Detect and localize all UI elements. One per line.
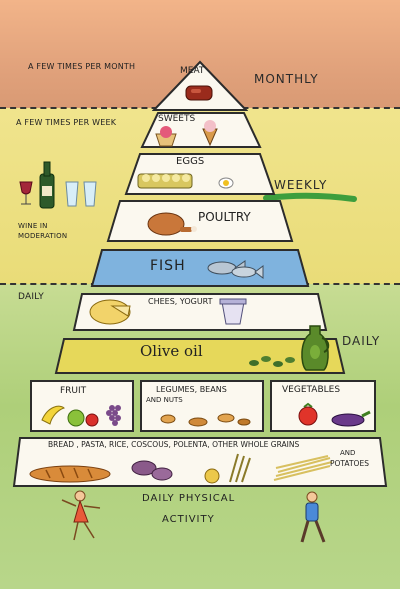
wine-note-line1: WINE IN	[18, 222, 48, 230]
water-glasses-icon	[65, 181, 97, 207]
ice-cream-cone-icon	[202, 120, 218, 147]
beans-nuts-icon	[160, 413, 251, 427]
cheese-wheel-icon	[89, 299, 131, 325]
olive-oil-tier	[54, 338, 346, 374]
grains-label-line3: POTATOES	[330, 459, 369, 468]
pasta-icon	[204, 468, 220, 484]
olive-oil-jug-icon	[301, 325, 330, 371]
daily-band	[0, 284, 400, 589]
egg-carton-icon	[137, 173, 193, 189]
eggs-tier	[124, 153, 276, 195]
poultry-label: POULTRY	[198, 210, 251, 224]
daily-frequency-note: DAILY	[18, 292, 44, 302]
yogurt-cup-icon	[219, 298, 247, 325]
walking-man-icon	[300, 491, 326, 543]
sweets-tier	[140, 112, 262, 148]
bread-loaf-icon	[29, 465, 111, 483]
cheese-yogurt-tier	[72, 293, 328, 331]
fruit-basket-icon	[41, 405, 121, 427]
roast-chicken-icon	[147, 212, 197, 236]
legumes-cell: LEGUMES, BEANS AND NUTS	[140, 380, 264, 432]
monthly-label: MONTHLY	[254, 72, 319, 86]
activity-label-line2: ACTIVITY	[162, 514, 215, 525]
fish-icon	[207, 260, 264, 279]
wine-and-water-icon	[19, 161, 97, 209]
weekly-frequency-note: A FEW TIMES PER WEEK	[16, 118, 117, 127]
legumes-label-line1: LEGUMES, BEANS	[156, 385, 227, 394]
weekly-highlight-stroke	[263, 192, 357, 202]
grains-label-line1: BREAD , PASTA, RICE, COSCOUS, POLENTA, O…	[48, 440, 300, 449]
olive-oil-label: Olive oil	[140, 342, 203, 360]
fruit-label: FRUIT	[60, 386, 87, 396]
daily-label: DAILY	[342, 334, 381, 348]
vegetables-icon	[298, 402, 371, 427]
pasta-bundle-icon	[273, 455, 333, 481]
monthly-frequency-note: A FEW TIMES PER MONTH	[28, 62, 136, 71]
eggs-label: EGGS	[176, 156, 205, 167]
grains-tier	[12, 437, 388, 487]
activity-label-line1: DAILY PHYSICAL	[142, 493, 236, 504]
cupcake-icon	[155, 126, 177, 147]
legumes-label-line2: AND NUTS	[146, 396, 183, 404]
wine-glass-icon	[19, 181, 33, 205]
fruit-legumes-vegetables-tier: FRUIT LEGUMES, BEANS AND NUTS VEGETABLES	[30, 380, 376, 432]
meat-label: MEAT	[180, 66, 205, 76]
vegetables-cell: VEGETABLES	[270, 380, 376, 432]
meat-tier	[152, 60, 248, 111]
cheese-yogurt-label: CHEES, YOGURT	[148, 297, 213, 306]
weekly-label: WEEKLY	[274, 178, 328, 192]
poultry-tier	[106, 200, 294, 242]
egg-yolk-icon	[218, 177, 234, 189]
fish-label: FISH	[150, 258, 186, 274]
vegetables-label: VEGETABLES	[282, 385, 341, 395]
fruit-cell: FRUIT	[30, 380, 134, 432]
grains-label-line2: AND	[340, 449, 356, 457]
wine-note-line2: MODERATION	[18, 232, 68, 240]
wheat-stalks-icon	[229, 453, 251, 483]
fish-tier	[90, 249, 310, 287]
wine-bottle-icon	[39, 161, 55, 209]
steak-icon	[185, 85, 213, 101]
dancing-girl-icon	[61, 490, 101, 541]
olive-sprig-icon	[249, 356, 295, 367]
potatoes-icon	[131, 460, 173, 481]
sweets-label: SWEETS	[158, 114, 196, 124]
